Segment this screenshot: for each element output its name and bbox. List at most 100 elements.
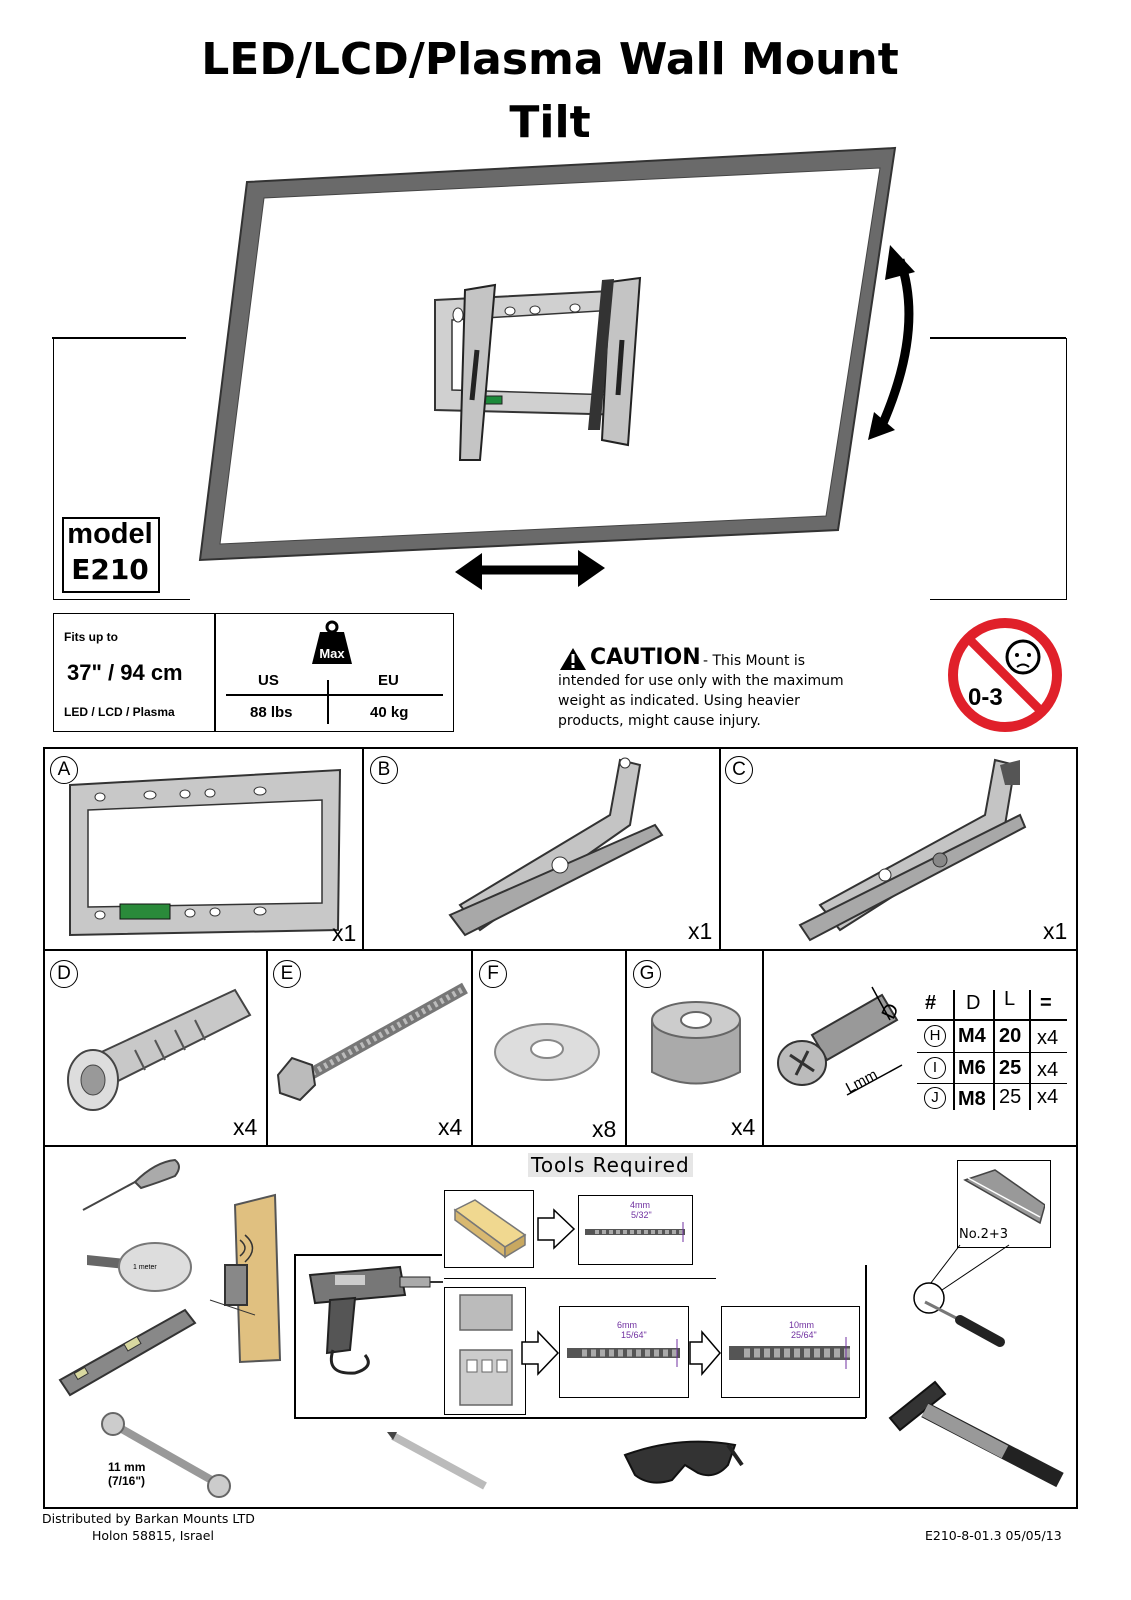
grid-col-ef [471,951,473,1145]
parts-grid [43,747,1078,1509]
wall-anchor-icon [67,988,252,1111]
part-c-qty: x1 [1043,918,1068,944]
grid-col-bc [719,749,721,949]
wrench-icon [101,1412,231,1498]
screwdriver-icon [913,1244,1010,1347]
hero-frame-top-left [52,337,186,339]
part-e-label: E [273,960,301,988]
caution-text-4: products, might cause injury. [558,713,761,729]
arrow-right-icon [689,1330,721,1376]
part-c-label: C [725,756,753,784]
model-code: E210 [71,553,149,586]
masonry-bit-1-inch: 15/64" [621,1330,647,1340]
hero-frame-top-right [916,337,1066,339]
grid-col-de [266,951,268,1145]
table-header-qty: = [1040,992,1052,1014]
row-j-d: M8 [958,1088,986,1110]
part-b-qty: x1 [688,918,713,944]
row-j-id: J [924,1087,946,1109]
spacer-icon [651,1001,741,1085]
row-h-d: M4 [958,1025,986,1047]
age-label: 0-3 [968,684,1003,711]
spirit-level-icon [58,1308,197,1397]
pencil-icon [387,1432,487,1490]
caution-heading: CAUTION [590,645,701,670]
screwdriver-size: No.2+3 [959,1227,1009,1242]
wood-box [444,1190,534,1268]
specs-units-line [226,694,443,696]
brick-icon [459,1294,513,1406]
masonry-drill-bit-10mm-icon [729,1337,850,1369]
grid-col-fg [625,951,627,1145]
drill-bracket-top [294,1254,442,1256]
document-code: E210-8-01.3 05/05/13 [925,1528,1062,1543]
table-col-1 [953,990,955,1110]
grid-row-line-1 [43,949,1076,951]
tv-mount-illustration [190,140,930,610]
tape-measure-icon [87,1242,192,1292]
wood-drill-bit-icon [585,1222,685,1242]
row-i-id: I [924,1057,946,1079]
hammer-icon [888,1380,1064,1488]
row-i-qty: x4 [1037,1059,1059,1081]
tools-title: Tools Required [528,1153,693,1177]
row-h-qty: x4 [1037,1027,1059,1049]
part-a-qty: x1 [332,920,357,946]
drill-bracket-left [294,1255,296,1418]
grid-row-line-2 [43,1145,1076,1147]
table-col-2 [993,990,995,1110]
table-header-line [917,1019,1067,1021]
page-title: LED/LCD/Plasma Wall Mount [201,34,899,85]
wrench-size-mm: 11 mm [108,1460,146,1474]
screen-types: LED / LCD / Plasma [64,705,175,719]
machine-screw-icon [777,986,903,1096]
masonry-bit-2-inch: 25/64" [791,1330,817,1340]
row-h-l: 20 [999,1025,1022,1047]
wood-bit-inch: 5/32" [631,1210,652,1220]
table-col-3 [1029,990,1031,1110]
tape-measure-label: 1 meter [133,1264,157,1271]
stud-finder-icon [209,1193,282,1364]
masonry-drill-bit-6mm-icon [567,1339,680,1367]
caution-text-1: - This Mount is [703,653,806,669]
table-row-line-2 [917,1083,1067,1084]
caution-text-3: weight as indicated. Using heavier [558,693,800,709]
model-badge [62,517,160,593]
grid-col-ab [362,749,364,949]
part-b-label: B [370,756,398,784]
row-i-d: M6 [958,1057,986,1079]
table-header-d: D [966,992,981,1014]
row-j-qty: x4 [1037,1086,1059,1108]
row-j-l: 25 [999,1086,1022,1108]
drill-bracket-right [865,1265,867,1418]
screen-size: 37" / 94 cm [67,660,183,685]
specs-divider [214,613,216,732]
wood-bit-box [578,1195,693,1265]
power-drill-icon [308,1265,443,1375]
us-label: US [258,672,279,689]
part-f-qty: x8 [592,1116,617,1142]
masonry-bit-box-2 [721,1306,860,1398]
wood-bit-mm: 4mm [630,1200,650,1210]
row-i-l: 25 [999,1057,1022,1079]
weight-icon [312,620,352,664]
page-subtitle: Tilt [509,97,591,148]
safety-glasses-icon [623,1440,744,1484]
part-a-label: A [50,756,78,784]
no-children-icon [948,618,1062,732]
drill-divider [444,1278,716,1279]
masonry-bit-2-mm: 10mm [789,1320,815,1330]
max-label: Max [319,646,345,661]
lag-bolt-icon [276,982,468,1102]
us-weight: 88 lbs [250,704,293,721]
warning-icon [560,648,586,670]
table-row-line-1 [917,1052,1067,1053]
awl-icon [82,1158,180,1211]
grid-col-gh [762,951,764,1145]
model-label: model [67,518,153,550]
arrow-right-icon [521,1330,560,1376]
screwdriver-tip-box [957,1160,1051,1248]
phillips-tip-icon [963,1169,1045,1225]
distributor-line-2: Holon 58815, Israel [92,1528,214,1543]
mount-bracket-icon [434,276,642,461]
